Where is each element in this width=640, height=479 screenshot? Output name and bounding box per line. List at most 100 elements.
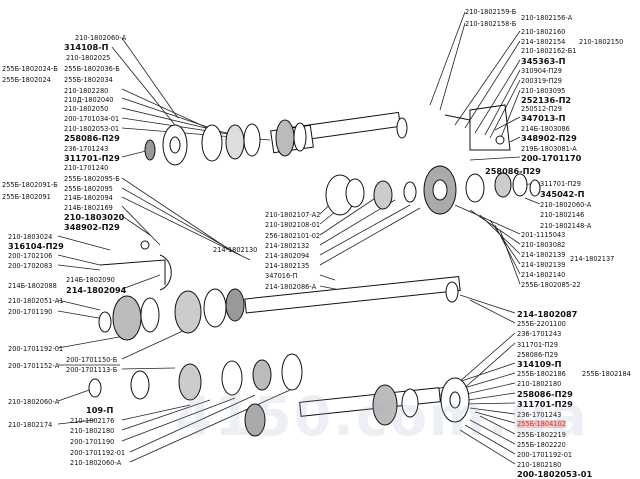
part-label: 210-1802108-01 xyxy=(265,221,321,229)
part-label: 210-1802050 xyxy=(64,105,109,113)
part-label: 214-1802094 xyxy=(265,252,310,260)
part-label: 255Б-1802024-Б xyxy=(2,65,58,73)
part-label: 255Б-1802095-Б xyxy=(64,175,120,183)
part-label: 345363-П xyxy=(521,56,566,66)
part-label: 200319-П29 xyxy=(521,77,562,85)
part-label: 214Б-1802088 xyxy=(8,282,57,290)
part-label: 210-1802174 xyxy=(8,421,53,429)
part-label: 255Б-2201100 xyxy=(517,320,566,328)
part-label: 200-1701113-Б xyxy=(66,366,118,374)
part-label: 258086-П29 xyxy=(517,389,573,399)
part-label: 210-1802148-А xyxy=(540,222,592,230)
part-label: 258086-П29 xyxy=(517,351,558,359)
part-label: 255Б-1802219 xyxy=(517,431,566,439)
part-label: 210-1803095 xyxy=(521,87,566,95)
part-label: 310904-П29 xyxy=(521,67,562,75)
part-label: 255Б-1802091-Б xyxy=(2,181,58,189)
part-label: 255Б-1804102 xyxy=(517,420,566,428)
part-label: 314108-П xyxy=(64,42,109,52)
part-label: 316104-П29 xyxy=(8,241,64,251)
part-label: 219Б-1803081-А xyxy=(521,145,577,153)
part-label: 347016-П xyxy=(265,272,298,280)
part-label: 214-1802094 xyxy=(66,285,127,295)
part-label: 210Д-1802040 xyxy=(64,96,114,104)
part-label: 200-1701034-01 xyxy=(64,115,120,123)
part-label: 255Б-1802091 xyxy=(2,193,51,201)
part-label: 214Б-1802090 xyxy=(66,276,115,284)
part-label: 210-1802162-Б1 xyxy=(521,47,577,55)
part-label: 255Б-1802024 xyxy=(2,76,51,84)
part-label: 214-1802154 xyxy=(521,38,566,46)
part-label: 250512-П29 xyxy=(521,105,562,113)
part-label: 210-1802146 xyxy=(540,211,585,219)
part-label: 311701-П29 xyxy=(517,399,573,409)
part-label: 255Б-1802095 xyxy=(64,185,113,193)
part-label: 210-1803082 xyxy=(521,241,566,249)
part-label: 255Б-1802184 xyxy=(582,370,631,378)
part-label: 210-1803020 xyxy=(64,212,125,222)
part-label: 258086-П29 xyxy=(485,166,541,176)
part-label: 314109-П xyxy=(517,359,562,369)
part-label: 311701-П29 xyxy=(517,341,558,349)
part-label: 255Б-1802085-22 xyxy=(521,281,581,289)
part-label: 347013-П xyxy=(521,113,566,123)
part-label: 311701-П29 xyxy=(540,180,581,188)
part-label: 311701-П29 xyxy=(64,153,120,163)
part-label: 214-1802140 xyxy=(521,271,566,279)
part-label: 210-1802158-Б xyxy=(465,20,517,28)
part-label: 256-1802101-02 xyxy=(265,232,321,240)
part-label: 200-1802053-01 xyxy=(517,469,593,479)
part-label: 236-1701243 xyxy=(64,145,109,153)
part-label: 210-1802060-А xyxy=(75,34,127,42)
part-label: 255Б-1802220 xyxy=(517,441,566,449)
part-label: 200-1701190 xyxy=(8,308,53,316)
part-label: 200-1702083 xyxy=(8,262,53,270)
part-label: 214-1802135 xyxy=(265,262,310,270)
part-label: 210-1802025 xyxy=(66,54,111,62)
part-label: 345042-П xyxy=(540,189,585,199)
part-label: 210-1802107-А2 xyxy=(265,211,321,219)
watermark: 4150.com.ua xyxy=(175,385,589,448)
part-label: 214-1802137 xyxy=(570,255,615,263)
part-label: 200-1702106 xyxy=(8,252,53,260)
part-label: 210-1802060-А xyxy=(8,398,60,406)
part-label: 236-1701243 xyxy=(517,330,562,338)
part-label: 236-1701243 xyxy=(517,411,562,419)
part-label: 200-1701150-Б xyxy=(66,356,118,364)
part-label: 210-1802180 xyxy=(70,427,115,435)
part-label: 200-1701192-01 xyxy=(517,451,573,459)
part-label: 210-1803024 xyxy=(8,233,53,241)
part-label: 201-1115043 xyxy=(521,231,566,239)
part-label: 210-1802180 xyxy=(517,461,562,469)
part-label: 210-1802053-01 xyxy=(64,125,120,133)
part-label: 210-1802280 xyxy=(64,87,109,95)
part-label: 210-1802156-А xyxy=(521,14,573,22)
part-label: 214-1802139 xyxy=(521,261,566,269)
part-label: 210-1802159-Б xyxy=(465,8,517,16)
part-label: 210-1802176 xyxy=(70,417,115,425)
part-label: 348902-П29 xyxy=(64,222,120,232)
part-label: 200-1701152-А xyxy=(8,362,60,370)
part-label: 200-1701190 xyxy=(70,438,115,446)
part-label: 214-1802087 xyxy=(517,309,578,319)
part-label: 210-1802180 xyxy=(517,380,562,388)
part-label: 214-1802132 xyxy=(265,242,310,250)
part-label: 210-1802160 xyxy=(521,28,566,36)
part-label: 255Б-1802036-Б xyxy=(64,65,120,73)
part-label: 214-1802139 xyxy=(521,251,566,259)
part-label: 210-1802060-А xyxy=(70,459,122,467)
part-label: 109-П xyxy=(86,405,114,415)
part-label: 200-1701192-01 xyxy=(70,449,126,457)
part-label: 210-1802060-А xyxy=(540,201,592,209)
part-label: 200-1701170 xyxy=(521,153,582,163)
part-label: 214-1802130 xyxy=(213,246,258,254)
part-label: 210-1701240 xyxy=(64,164,109,172)
part-label: 214-1802086-А xyxy=(265,283,317,291)
part-label: 258086-П29 xyxy=(64,133,120,143)
part-label: 255Б-1802034 xyxy=(64,76,113,84)
part-label: 348902-П29 xyxy=(521,133,577,143)
part-label: 210-1802051-А1 xyxy=(8,297,64,305)
part-label: 214Б-1802169 xyxy=(64,204,113,212)
